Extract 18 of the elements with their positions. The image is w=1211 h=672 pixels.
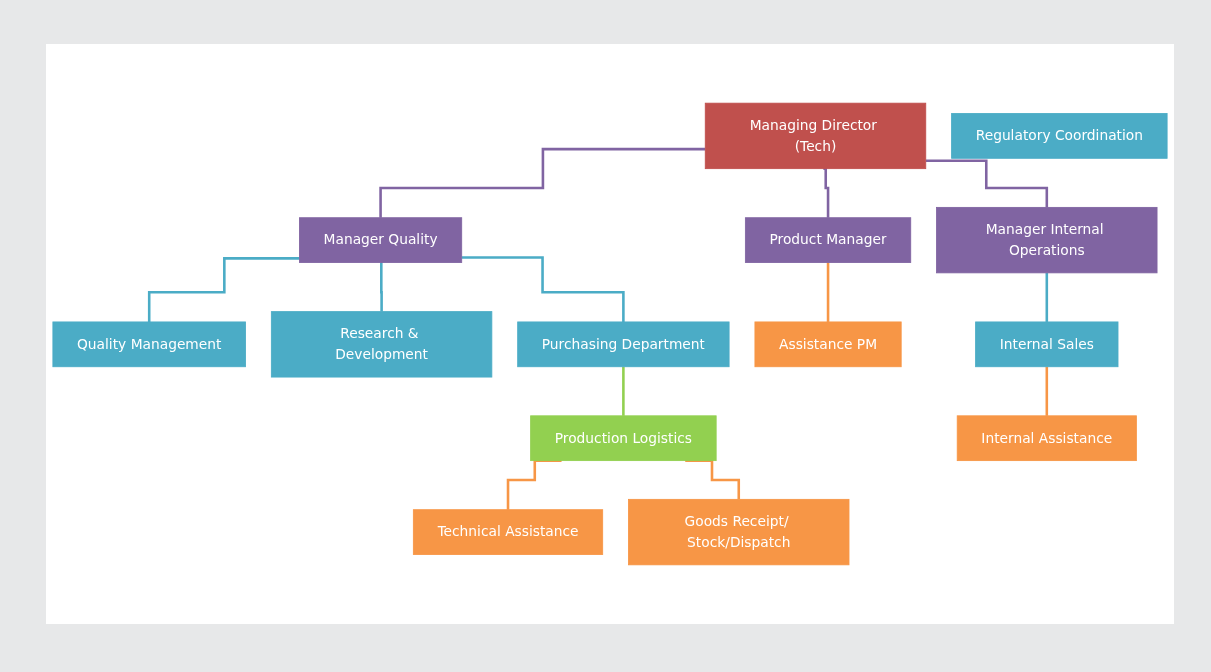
node-box: Manager Quality (299, 217, 463, 263)
node-box: Technical Assistance (412, 509, 604, 555)
node-box: Internal Assistance (956, 415, 1137, 462)
node-box: Manager Internal Operations (936, 206, 1158, 274)
node-box: Purchasing Department (517, 321, 730, 368)
node-box: Research & Development (270, 311, 493, 378)
node-box: Product Manager (744, 217, 912, 263)
connector (379, 147, 706, 219)
node-box: Production Logistics (530, 415, 717, 462)
connector (925, 159, 1049, 209)
node-box: Assistance PM (754, 321, 902, 368)
connector (379, 261, 383, 313)
node-box: Goods Receipt/ Stock/Dispatch (628, 498, 850, 566)
connector (823, 167, 830, 219)
node-box: Regulatory Coordination (951, 113, 1168, 159)
node-box: Managing Director (Tech) (704, 102, 927, 170)
node-box: Internal Sales (975, 321, 1119, 368)
node-box: Quality Management (52, 321, 246, 368)
